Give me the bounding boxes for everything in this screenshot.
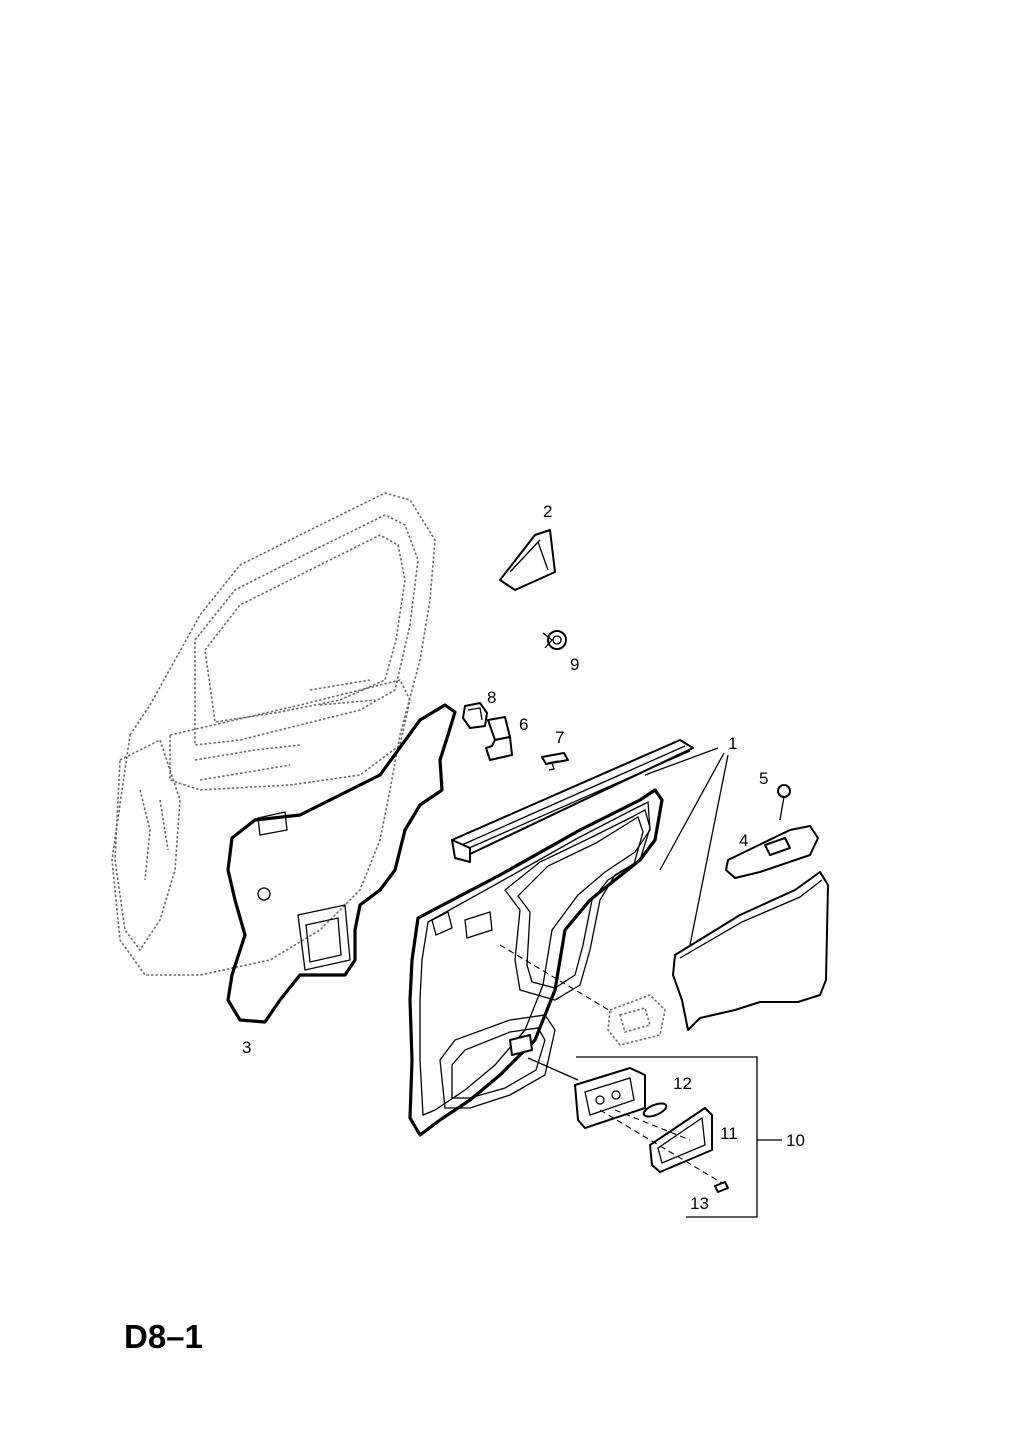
callout-3: 3 [242,1038,251,1057]
door-shell-outline [111,492,436,976]
part-1-window-strip [451,739,694,863]
leader-lines [527,747,783,1218]
callout-labels: 1 2 3 4 5 6 7 8 9 10 11 12 13 [242,502,805,1213]
part-9-clip [542,630,567,650]
callout-1: 1 [728,734,737,753]
callout-4: 4 [739,831,748,850]
callout-6: 6 [519,715,528,734]
part-8-clip [462,702,488,729]
callout-9: 9 [570,655,579,674]
part-7-screw [541,752,569,771]
part-5-screw [777,784,791,809]
part-11-lens [649,1107,713,1173]
callout-13: 13 [690,1194,709,1213]
part-6-bracket [485,716,513,761]
part-2-corner-trim [499,529,556,591]
callout-10: 10 [786,1131,805,1150]
part-4-switch-bezel [725,825,819,879]
part-12-lamp-housing [574,1067,646,1129]
part-1-lower-panel [672,871,829,1031]
page-code: D8–1 [124,1318,203,1355]
part-3-water-shield [226,703,457,1024]
callout-2: 2 [543,502,552,521]
callout-8: 8 [487,688,496,707]
part-13-screw [714,1181,729,1193]
callout-7: 7 [555,728,564,747]
part-12-bulb [642,1102,668,1118]
part-1-door-panel [408,788,664,1137]
switch-opening-ghost [499,944,666,1046]
callout-11: 11 [720,1124,738,1143]
callout-5: 5 [759,769,768,788]
callout-12: 12 [673,1074,692,1093]
